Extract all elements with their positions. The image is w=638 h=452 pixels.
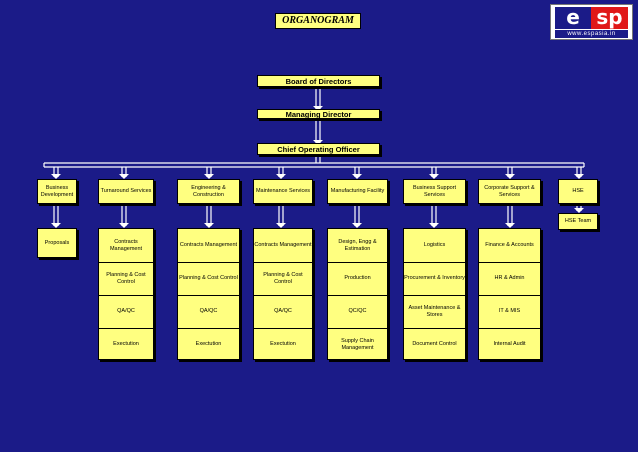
list-item: QC/QC	[348, 308, 367, 314]
logo-left-text: e	[555, 7, 591, 29]
list-item: Procurement & Inventory	[404, 275, 465, 281]
page-title: ORGANOGRAM	[275, 13, 361, 29]
list-item: IT & MIS	[498, 308, 521, 314]
list-item: Exectution	[113, 341, 139, 347]
dept-engineering-construction: Engineering & Construction	[177, 179, 240, 204]
list-item: Exectution	[270, 341, 296, 347]
list-item: Planning & Cost Control	[106, 271, 146, 285]
list-item: Asset Maintenance & Stores	[408, 304, 461, 318]
list-item: Production	[344, 275, 371, 281]
list-item: Contracts Management	[109, 238, 143, 252]
list-item: QA/QC	[274, 308, 292, 314]
dept-manufacturing-facility: Manufacturing Facility	[327, 179, 388, 204]
list-item: Internal Audit	[493, 341, 526, 347]
logo-right-text: sp	[591, 7, 628, 29]
list-item: Planning & Cost Control	[179, 275, 238, 281]
item-proposals: Proposals	[37, 228, 77, 258]
list-item: Document Control	[412, 341, 457, 347]
list-item: QA/QC	[199, 308, 218, 314]
list-item: Contracts Management	[254, 242, 312, 248]
dept-turnaround-services: Turnaround Services	[98, 179, 154, 204]
dept-corporate-support-services: Corporate Support & Services	[478, 179, 541, 204]
dept-maintenance-services: Maintenance Services	[253, 179, 313, 204]
list-item: QA/QC	[117, 308, 135, 314]
company-logo: e sp www.espasia.in	[550, 4, 633, 40]
list-item: Finance & Accounts	[485, 242, 534, 248]
col-manufacturing-facility: Design, Engg & Estimation Production QC/…	[327, 228, 388, 360]
col-turnaround-services: Contracts Management Planning & Cost Con…	[98, 228, 154, 360]
list-item: Supply Chain Management	[341, 337, 374, 351]
dept-business-support-services: Business Support Services	[403, 179, 466, 204]
logo-url: www.espasia.in	[555, 30, 628, 38]
chief-operating-officer-box: Chief Operating Officer	[257, 143, 380, 155]
col-corporate-support-services: Finance & Accounts HR & Admin IT & MIS I…	[478, 228, 541, 360]
col-business-support-services: Logistics Procurement & Inventory Asset …	[403, 228, 466, 360]
managing-director-box: Managing Director	[257, 109, 380, 119]
list-item: Contracts Management	[179, 242, 238, 248]
item-hse-team: HSE Team	[558, 213, 598, 230]
list-item: Exectution	[195, 341, 222, 347]
col-engineering-construction: Contracts Management Planning & Cost Con…	[177, 228, 240, 360]
board-of-directors-box: Board of Directors	[257, 75, 380, 87]
dept-business-development: Business Development	[37, 179, 77, 204]
list-item: Design, Engg & Estimation	[338, 238, 377, 252]
col-maintenance-services: Contracts Management Planning & Cost Con…	[253, 228, 313, 360]
dept-hse: HSE	[558, 179, 598, 204]
list-item: HR & Admin	[494, 275, 525, 281]
list-item: Planning & Cost Control	[263, 271, 303, 285]
list-item: Logistics	[423, 242, 446, 248]
